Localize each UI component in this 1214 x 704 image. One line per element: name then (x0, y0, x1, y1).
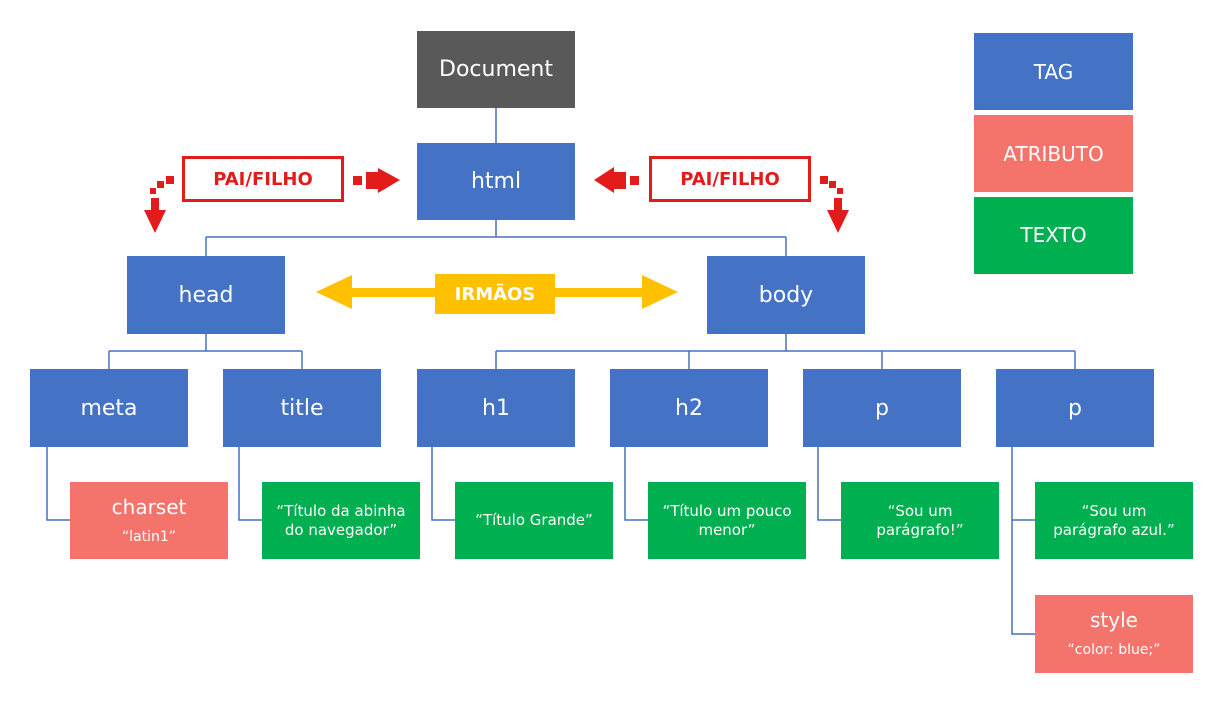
style-attribute-name: style (1090, 608, 1138, 632)
h2-text-node: “Título um pouco menor” (648, 482, 806, 559)
p1-text-line-1: “Sou um (887, 501, 953, 520)
p2-node: p (996, 369, 1154, 447)
charset-attribute-value: “latin1” (121, 528, 177, 545)
html-node: html (417, 143, 575, 220)
legend-text-label: TEXTO (1020, 223, 1087, 247)
html-label: html (470, 169, 522, 194)
legend-tag-label: TAG (1033, 59, 1074, 84)
document-label: Document (439, 57, 553, 82)
charset-attribute-name: charset (111, 494, 187, 519)
tree-connectors (46, 108, 1076, 635)
document-node: Document (417, 31, 575, 108)
parent-child-label-left: PAI/FILHO (182, 156, 344, 202)
parent-child-arrows (144, 167, 849, 233)
p2-label: p (1068, 395, 1082, 421)
style-attribute-value: “color: blue;” (1067, 642, 1161, 658)
head-node: head (127, 256, 285, 334)
h2-text-line-2: menor” (698, 520, 756, 539)
h2-text-line-1: “Título um pouco (662, 501, 792, 520)
p1-text-line-2: parágrafo!” (876, 520, 964, 539)
legend-tag: TAG (974, 33, 1133, 110)
p1-label: p (875, 395, 889, 421)
meta-node: meta (30, 369, 188, 447)
h1-label: h1 (482, 395, 510, 421)
p2-text-line-1: “Sou um (1081, 501, 1147, 520)
title-text-line-1: “Título da abinha (276, 501, 406, 520)
title-text-line-2: do navegador” (284, 520, 398, 539)
body-node: body (707, 256, 865, 334)
legend-text: TEXTO (974, 197, 1133, 274)
p2-text-node: “Sou um parágrafo azul.” (1035, 482, 1193, 559)
title-label: title (280, 395, 324, 421)
head-label: head (178, 282, 234, 308)
style-attribute: style “color: blue;” (1035, 595, 1193, 673)
h1-node: h1 (417, 369, 575, 447)
body-label: body (758, 282, 814, 308)
parent-child-label-right: PAI/FILHO (649, 156, 811, 202)
p2-text-line-2: parágrafo azul.” (1053, 520, 1175, 539)
charset-attribute: charset “latin1” (70, 482, 228, 559)
title-text-node: “Título da abinha do navegador” (262, 482, 420, 559)
p1-text-node: “Sou um parágrafo!” (841, 482, 999, 559)
h1-text-line-1: “Título Grande” (475, 511, 593, 529)
legend-attribute: ATRIBUTO (974, 115, 1133, 192)
h1-text-node: “Título Grande” (455, 482, 613, 559)
title-node: title (223, 369, 381, 447)
siblings-label: IRMÃOS (435, 274, 555, 314)
h2-label: h2 (675, 395, 703, 421)
h2-node: h2 (610, 369, 768, 447)
meta-label: meta (80, 395, 138, 421)
p1-node: p (803, 369, 961, 447)
legend-attribute-label: ATRIBUTO (1003, 141, 1104, 166)
